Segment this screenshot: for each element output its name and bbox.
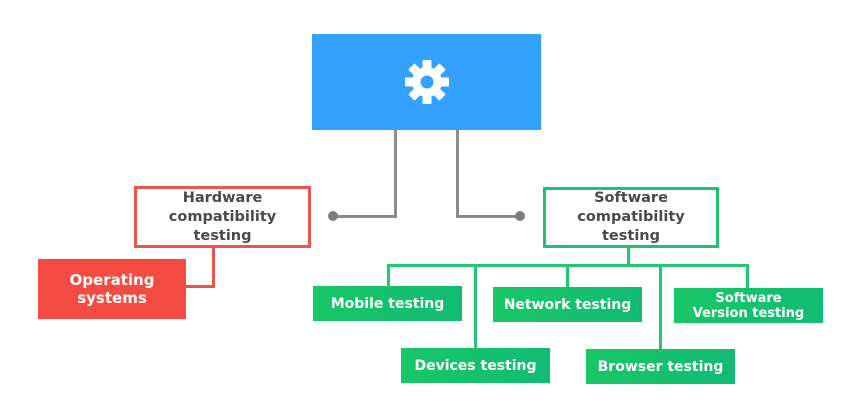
connector-network	[566, 264, 569, 288]
hardware-testing-label: Hardware compatibility testing	[168, 189, 277, 244]
browser-testing-label: Browser testing	[597, 358, 724, 375]
connector-devices	[474, 264, 477, 349]
root-node	[312, 34, 541, 130]
connector-mobile	[387, 264, 390, 287]
gear-icon	[404, 60, 449, 104]
software-testing-node: Software compatibility testing	[543, 187, 719, 248]
mobile-testing-label: Mobile testing	[330, 295, 445, 312]
connector-root-left-vertical	[394, 130, 397, 218]
network-testing-label: Network testing	[503, 296, 632, 313]
operating-systems-node: Operating systems	[38, 259, 186, 319]
mobile-testing-node: Mobile testing	[313, 286, 462, 321]
connector-hardware-vertical	[212, 248, 215, 288]
connector-browser	[659, 264, 662, 350]
network-testing-node: Network testing	[493, 287, 642, 322]
connector-dot-left	[328, 211, 338, 221]
hardware-testing-node: Hardware compatibility testing	[134, 186, 311, 248]
connector-hardware-horizontal	[186, 285, 215, 288]
software-version-testing-node: Software Version testing	[674, 288, 823, 323]
connector-software-stem	[627, 248, 630, 267]
devices-testing-node: Devices testing	[401, 348, 550, 383]
connector-dot-right	[515, 211, 525, 221]
operating-systems-label: Operating systems	[69, 271, 155, 307]
browser-testing-node: Browser testing	[586, 349, 735, 384]
software-version-testing-label: Software Version testing	[692, 290, 805, 321]
software-testing-label: Software compatibility testing	[577, 190, 685, 244]
connector-root-right-vertical	[456, 130, 459, 218]
connector-root-left-horizontal	[333, 215, 397, 218]
devices-testing-label: Devices testing	[414, 357, 537, 374]
connector-root-right-horizontal	[456, 215, 520, 218]
connector-software-version	[746, 264, 749, 289]
